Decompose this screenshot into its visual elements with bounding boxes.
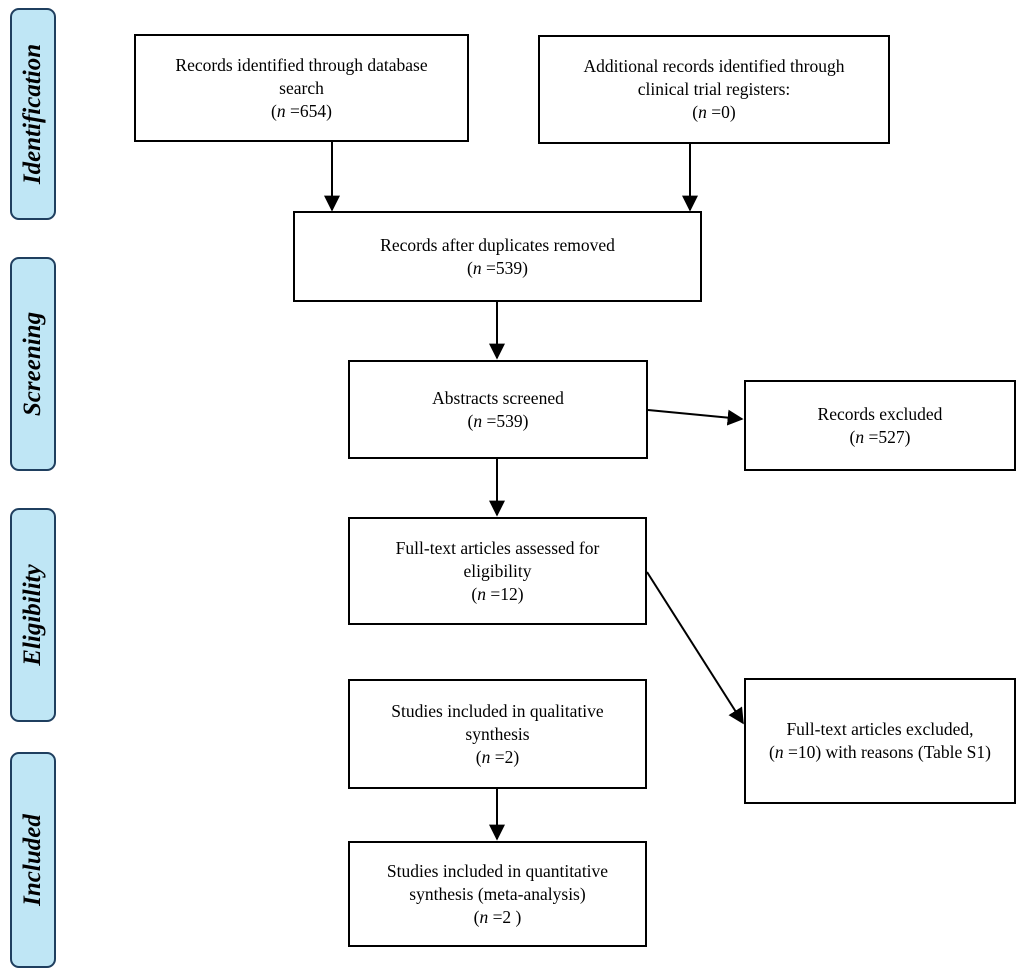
- database-search-count: (n =654): [271, 100, 332, 121]
- box-quantitative-synthesis: Studies included in quantitative synthes…: [348, 841, 647, 947]
- duplicates-removed-text: Records after duplicates removed: [380, 234, 615, 255]
- fulltext-excluded-reasons: (n =10) with reasons (Table S1): [769, 742, 991, 762]
- arrow-abstracts-to-excluded: [647, 409, 744, 426]
- arrow-fulltext-to-excluded: [646, 571, 744, 725]
- box-records-excluded: Records excluded (n =527): [744, 380, 1016, 471]
- box-duplicates-removed: Records after duplicates removed (n =539…: [293, 211, 702, 302]
- stage-included: Included: [10, 752, 56, 968]
- qualitative-text: Studies included in qualitative synthesi…: [391, 700, 604, 744]
- records-excluded-count: (n =527): [849, 426, 911, 447]
- records-excluded-text: Records excluded: [817, 403, 943, 424]
- stage-screening: Screening: [10, 257, 56, 471]
- stage-identification: Identification: [10, 8, 56, 220]
- duplicates-removed-count: (n =539): [467, 257, 528, 278]
- box-clinical-trial-registers: Additional records identified through cl…: [538, 35, 890, 144]
- stage-eligibility: Eligibility: [10, 508, 56, 722]
- box-fulltext-excluded: Full-text articles excluded, (n =10) wit…: [744, 678, 1016, 804]
- quantitative-count: (n =2 ): [473, 906, 522, 927]
- fulltext-assessed-text: Full-text articles assessed for eligibil…: [395, 537, 600, 581]
- quantitative-text: Studies included in quantitative synthes…: [386, 860, 609, 904]
- abstracts-screened-count: (n =539): [467, 410, 529, 431]
- registers-text: Additional records identified through cl…: [583, 56, 845, 99]
- box-abstracts-screened: Abstracts screened (n =539): [348, 360, 648, 459]
- database-search-text: Records identified through database sear…: [175, 54, 428, 98]
- abstracts-screened-text: Abstracts screened: [432, 387, 564, 408]
- qualitative-count: (n =2): [475, 746, 520, 767]
- box-qualitative-synthesis: Studies included in qualitative synthesi…: [348, 679, 647, 789]
- registers-count: (n =0): [692, 102, 736, 122]
- box-fulltext-assessed: Full-text articles assessed for eligibil…: [348, 517, 647, 625]
- fulltext-assessed-count: (n =12): [471, 583, 524, 604]
- box-database-search: Records identified through database sear…: [134, 34, 469, 142]
- fulltext-excluded-heading: Full-text articles excluded,: [786, 719, 974, 739]
